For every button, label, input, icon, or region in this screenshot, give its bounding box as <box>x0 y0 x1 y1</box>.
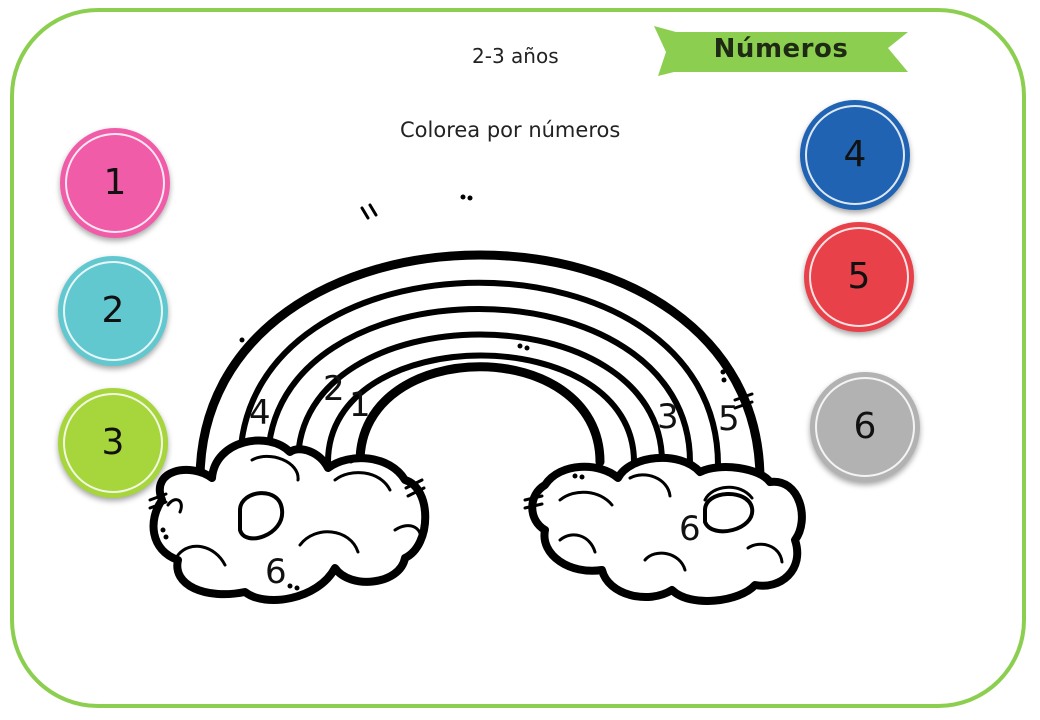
rainbow-arc-band-3 <box>265 306 693 465</box>
rainbow-label-band1: 1 <box>349 385 371 425</box>
swatch-4[interactable]: 4 <box>800 100 910 210</box>
rainbow-label-band4: 4 <box>249 393 271 433</box>
cloud-left-blob <box>238 491 285 541</box>
rainbow-arc-outer <box>195 250 765 485</box>
swatch-1[interactable]: 1 <box>60 128 170 238</box>
rainbow-arc-band-4 <box>295 331 665 465</box>
instruction-text: Colorea por números <box>400 118 621 142</box>
swatch-5[interactable]: 5 <box>804 222 914 332</box>
rainbow-label-cloud-right: 6 <box>679 509 701 549</box>
rainbow-label-band5: 5 <box>718 399 740 439</box>
cloud-right <box>528 453 806 605</box>
cloud-right-blob <box>703 492 755 534</box>
banner-title: Números <box>713 34 849 64</box>
banner-ribbon-shape <box>654 26 908 76</box>
rainbow-arc-inner <box>355 362 605 467</box>
rainbow-label-band2: 2 <box>323 369 345 409</box>
swatch-6[interactable]: 6 <box>810 372 920 482</box>
title-banner: Números <box>654 26 908 78</box>
age-label: 2-3 años <box>472 44 559 68</box>
rainbow-label-band3: 3 <box>657 397 679 437</box>
swatch-3[interactable]: 3 <box>58 388 168 498</box>
rainbow-arc-band-5 <box>325 352 637 465</box>
rainbow-label-cloud-left: 6 <box>265 552 287 592</box>
rainbow-arc-band-2 <box>237 279 721 468</box>
swatch-2[interactable]: 2 <box>58 256 168 366</box>
